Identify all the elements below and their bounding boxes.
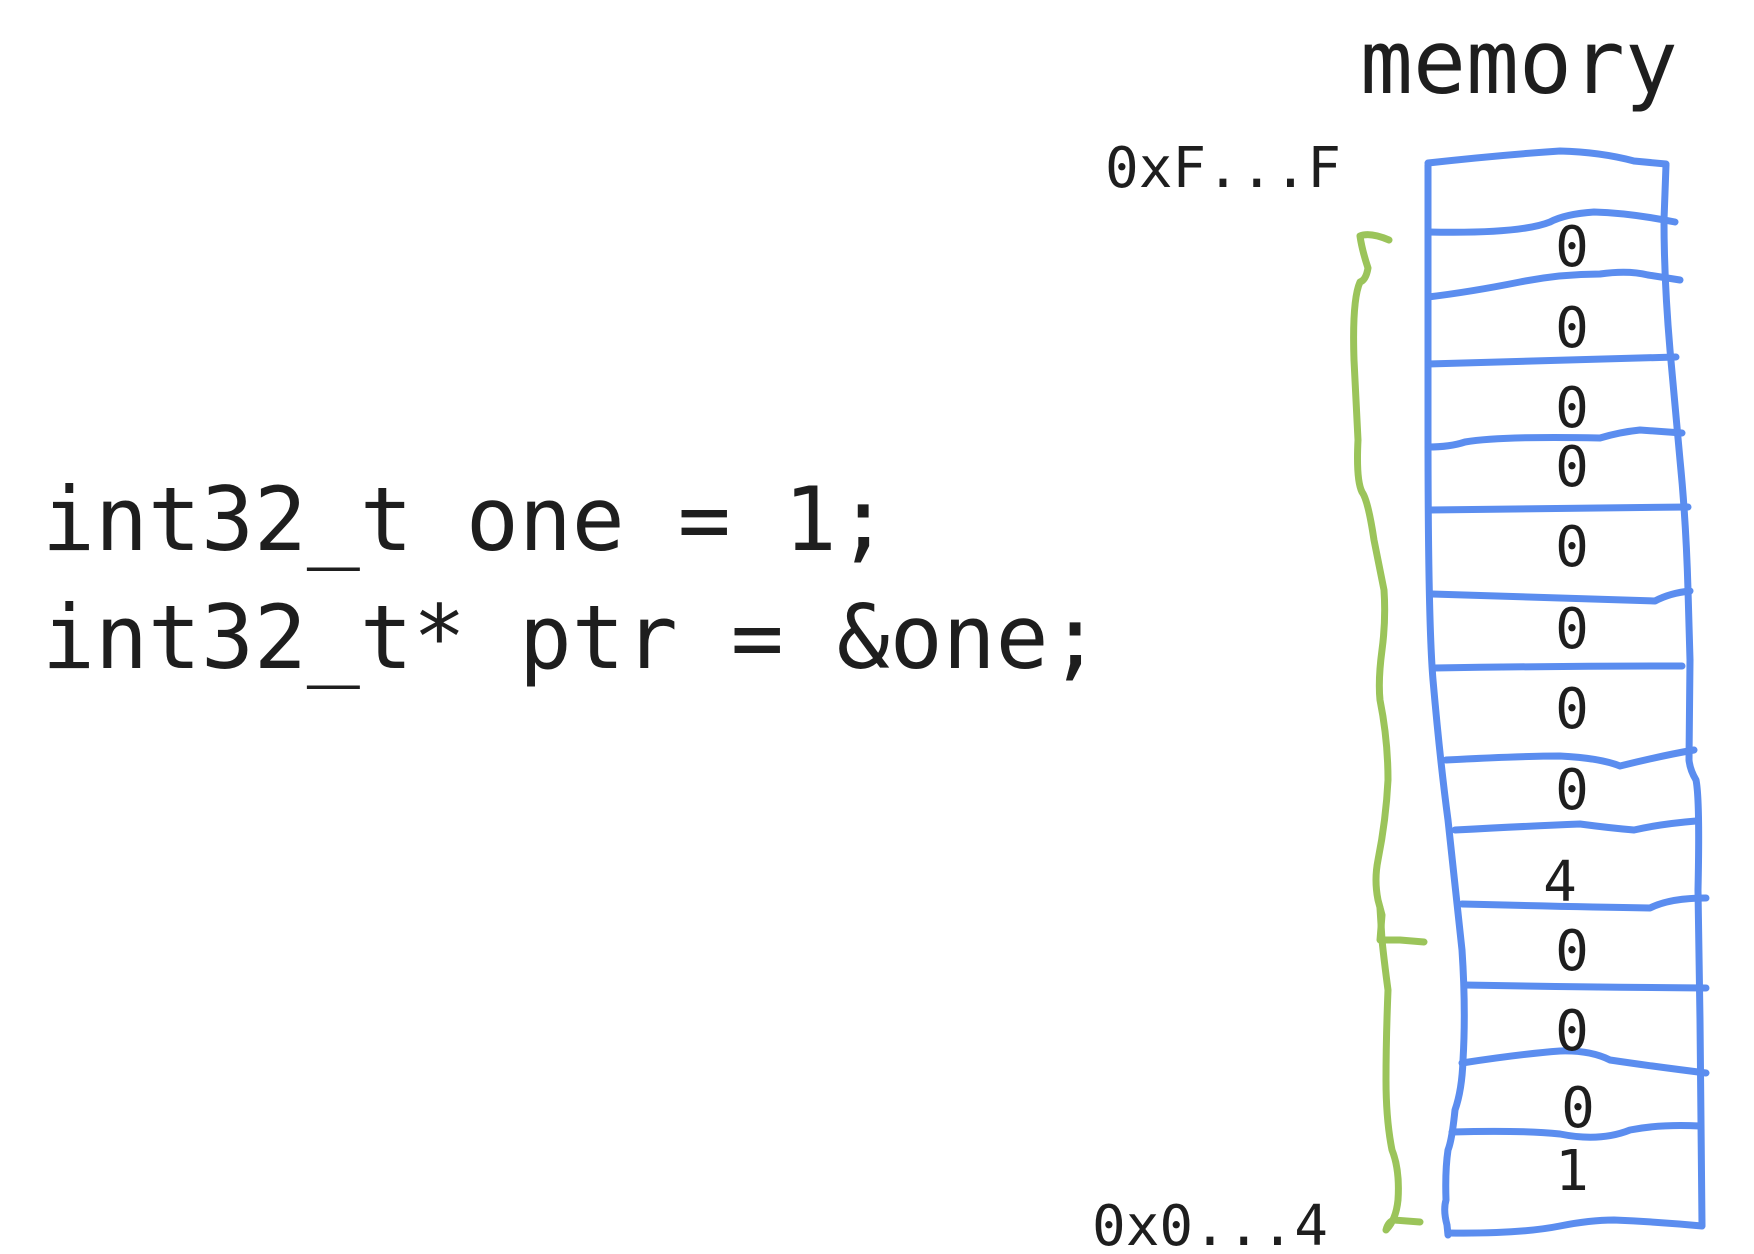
cell-divider-4 — [1424, 426, 1686, 451]
code-line-declare-ptr: int32_t* ptr = &one; — [42, 586, 1102, 689]
top-address-label: 0xF...F — [1105, 136, 1341, 201]
memory-cell-value-11: 0 — [1555, 999, 1589, 1064]
code-line-declare-one: int32_t one = 1; — [42, 468, 890, 571]
memory-cell-value-13: 1 — [1555, 1139, 1589, 1204]
size-braces — [1350, 231, 1428, 1234]
cell-divider-2 — [1424, 268, 1684, 301]
cell-divider-3 — [1424, 353, 1680, 368]
memory-cell-value-6: 0 — [1555, 597, 1589, 662]
memory-top-edge — [1424, 147, 1670, 168]
cell-divider-7 — [1430, 662, 1686, 672]
cell-divider-13 — [1448, 1122, 1704, 1141]
memory-cell-dividers — [1424, 208, 1710, 1141]
memory-column — [1424, 147, 1706, 1239]
memory-cell-value-2: 0 — [1555, 296, 1589, 361]
cell-divider-6 — [1428, 587, 1694, 605]
cell-divider-8 — [1442, 746, 1698, 770]
cell-divider-11 — [1460, 981, 1710, 992]
memory-cell-value-4: 0 — [1555, 435, 1589, 500]
memory-right-edge — [1660, 161, 1706, 1229]
memory-title: memory — [1360, 11, 1678, 114]
bottom-address-label: 0x0...4 — [1092, 1194, 1328, 1254]
cell-divider-5 — [1426, 503, 1692, 514]
memory-cell-value-7: 0 — [1555, 677, 1589, 742]
memory-cell-value-1: 0 — [1555, 215, 1589, 280]
memory-cell-value-10: 0 — [1555, 919, 1589, 984]
cell-divider-1 — [1424, 208, 1679, 236]
memory-bottom-edge — [1444, 1216, 1706, 1237]
memory-cell-value-9: 4 — [1543, 850, 1577, 915]
cell-divider-12 — [1458, 1047, 1710, 1077]
memory-left-edge — [1424, 161, 1468, 1239]
memory-cell-value-12: 0 — [1561, 1076, 1595, 1141]
cell-divider-9 — [1451, 817, 1700, 834]
brace-pointer-variable — [1350, 231, 1428, 946]
memory-cell-value-8: 0 — [1555, 758, 1589, 823]
memory-cell-value-5: 0 — [1555, 515, 1589, 580]
brace-int-variable — [1376, 904, 1424, 1234]
memory-cell-value-3: 0 — [1555, 376, 1589, 441]
memory-cell-values: 0 0 0 0 0 0 0 0 4 0 0 0 1 — [1543, 215, 1595, 1204]
cell-divider-10 — [1458, 894, 1710, 912]
